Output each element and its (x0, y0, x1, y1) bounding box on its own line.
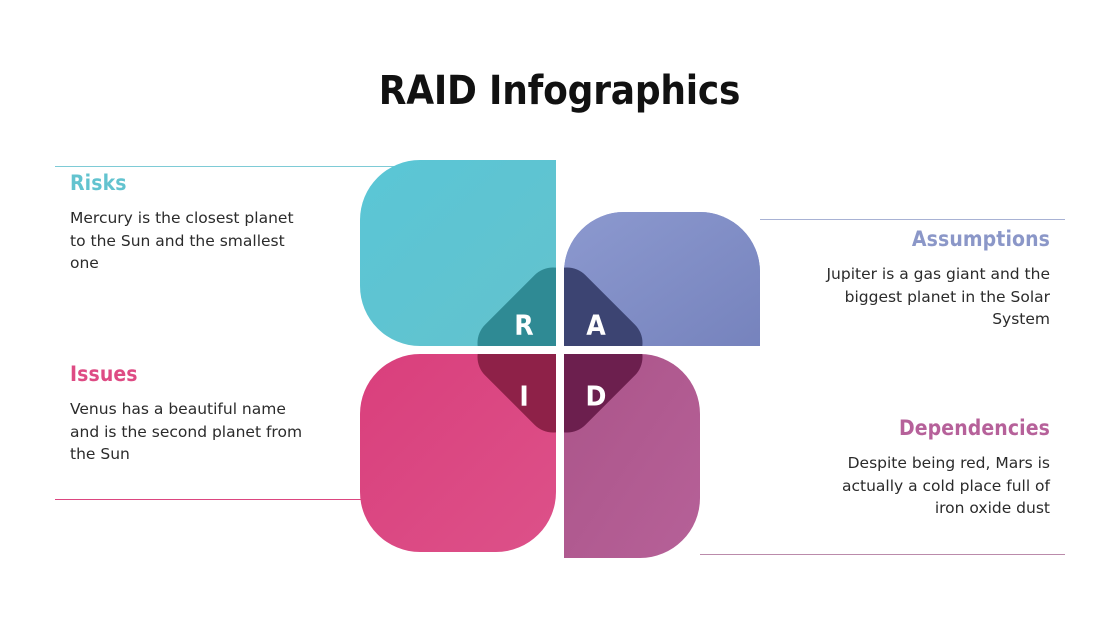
heading-issues: Issues (70, 362, 138, 386)
letter-r: R (514, 309, 533, 342)
divider-dependencies (700, 554, 1065, 555)
body-issues: Venus has a beautiful name and is the se… (70, 400, 303, 464)
divider-vertical (556, 150, 564, 570)
body-risks: Mercury is the closest planet to the Sun… (70, 209, 294, 273)
divider-issues (55, 499, 370, 500)
heading-dependencies: Dependencies (898, 416, 1050, 440)
divider-horizontal (350, 346, 770, 354)
body-assumptions: Jupiter is a gas giant and the biggest p… (826, 265, 1050, 329)
text-block-risks: Risks Mercury is the closest planet to t… (70, 171, 300, 275)
letter-a: A (586, 309, 606, 342)
letter-i: I (519, 380, 528, 413)
divider-risks (55, 166, 420, 167)
inner-petal-issues (477, 354, 556, 433)
inner-petal-risks (477, 267, 556, 346)
heading-risks: Risks (70, 171, 127, 195)
body-dependencies: Despite being red, Mars is actually a co… (841, 454, 1050, 518)
inner-petal-assumptions (564, 267, 643, 346)
letter-d: D (586, 380, 607, 413)
divider-assumptions (760, 219, 1065, 220)
raid-pinwheel-diagram: R A I D (350, 150, 770, 570)
inner-petal-dependencies (564, 354, 643, 433)
text-block-dependencies: Dependencies Despite being red, Mars is … (818, 416, 1050, 520)
text-block-issues: Issues Venus has a beautiful name and is… (70, 362, 305, 466)
petal-issues (360, 354, 556, 552)
petal-risks (360, 160, 556, 346)
page-title: RAID Infographics (378, 68, 741, 114)
heading-assumptions: Assumptions (911, 227, 1050, 251)
text-block-assumptions: Assumptions Jupiter is a gas giant and t… (818, 227, 1050, 331)
